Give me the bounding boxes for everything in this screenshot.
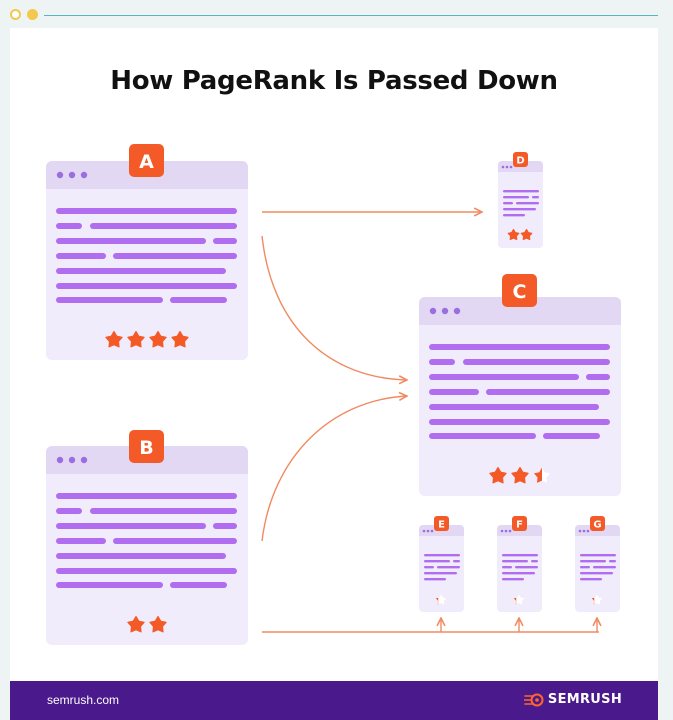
star-icon [507, 228, 520, 241]
window-dot-outline [10, 9, 21, 20]
quarter-star-icon [513, 597, 517, 605]
brand-name: SEMRUSH [547, 692, 622, 707]
star-empty-icon [513, 594, 525, 605]
infographic-card: How PageRank Is Passed Down [10, 28, 658, 720]
node-a: A [46, 144, 248, 360]
edges [261, 212, 599, 633]
footer-domain-link[interactable]: semrush.com [47, 693, 120, 707]
star-icon [511, 466, 529, 484]
star-icon [489, 466, 507, 484]
star-empty-icon [591, 594, 603, 605]
node-c: C [419, 274, 621, 496]
node-f: F [497, 516, 542, 612]
node-a-label: A [139, 151, 154, 173]
footer-bar: semrush.com SEMRUSH [10, 681, 658, 720]
node-g-label: G [593, 520, 601, 531]
star-icon [149, 615, 167, 633]
node-d-badge [513, 152, 528, 167]
node-d-label: D [516, 156, 524, 167]
node-b-badge [129, 430, 164, 463]
star-icon [105, 330, 123, 348]
node-d: D [498, 152, 543, 248]
pagerank-diagram: A B [46, 144, 621, 645]
node-f-label: F [516, 520, 523, 531]
node-a-rating [105, 330, 189, 348]
window-topbar [0, 0, 673, 30]
node-g: G [575, 516, 620, 612]
node-b: B [46, 430, 248, 645]
edge-b-to-c [261, 396, 407, 542]
brand-logo: SEMRUSH [523, 692, 622, 707]
window-dot-filled [27, 9, 38, 20]
star-icon [171, 330, 189, 348]
node-e: E [419, 516, 464, 612]
star-icon [127, 615, 145, 633]
star-icon [520, 228, 533, 241]
node-b-label: B [139, 437, 153, 459]
node-a-badge [129, 144, 164, 177]
node-e-rating [435, 594, 447, 605]
topbar-line [44, 15, 658, 16]
half-star-icon [533, 467, 542, 483]
node-c-label: C [513, 281, 527, 303]
node-b-rating [127, 615, 167, 633]
semrush-logo-icon [523, 693, 544, 706]
node-f-rating [513, 594, 525, 605]
node-d-rating [507, 228, 533, 241]
quarter-star-icon [435, 597, 439, 605]
node-c-badge [502, 274, 537, 307]
star-icon [149, 330, 167, 348]
star-empty-icon [435, 594, 447, 605]
quarter-star-icon [591, 597, 595, 605]
node-e-badge [434, 516, 449, 531]
node-c-rating [489, 466, 551, 484]
infographic-title: How PageRank Is Passed Down [110, 66, 558, 96]
node-g-rating [591, 594, 603, 605]
node-g-badge [590, 516, 605, 531]
star-icon [127, 330, 145, 348]
node-f-badge [512, 516, 527, 531]
node-e-label: E [438, 520, 445, 531]
edge-a-to-c [261, 235, 407, 380]
